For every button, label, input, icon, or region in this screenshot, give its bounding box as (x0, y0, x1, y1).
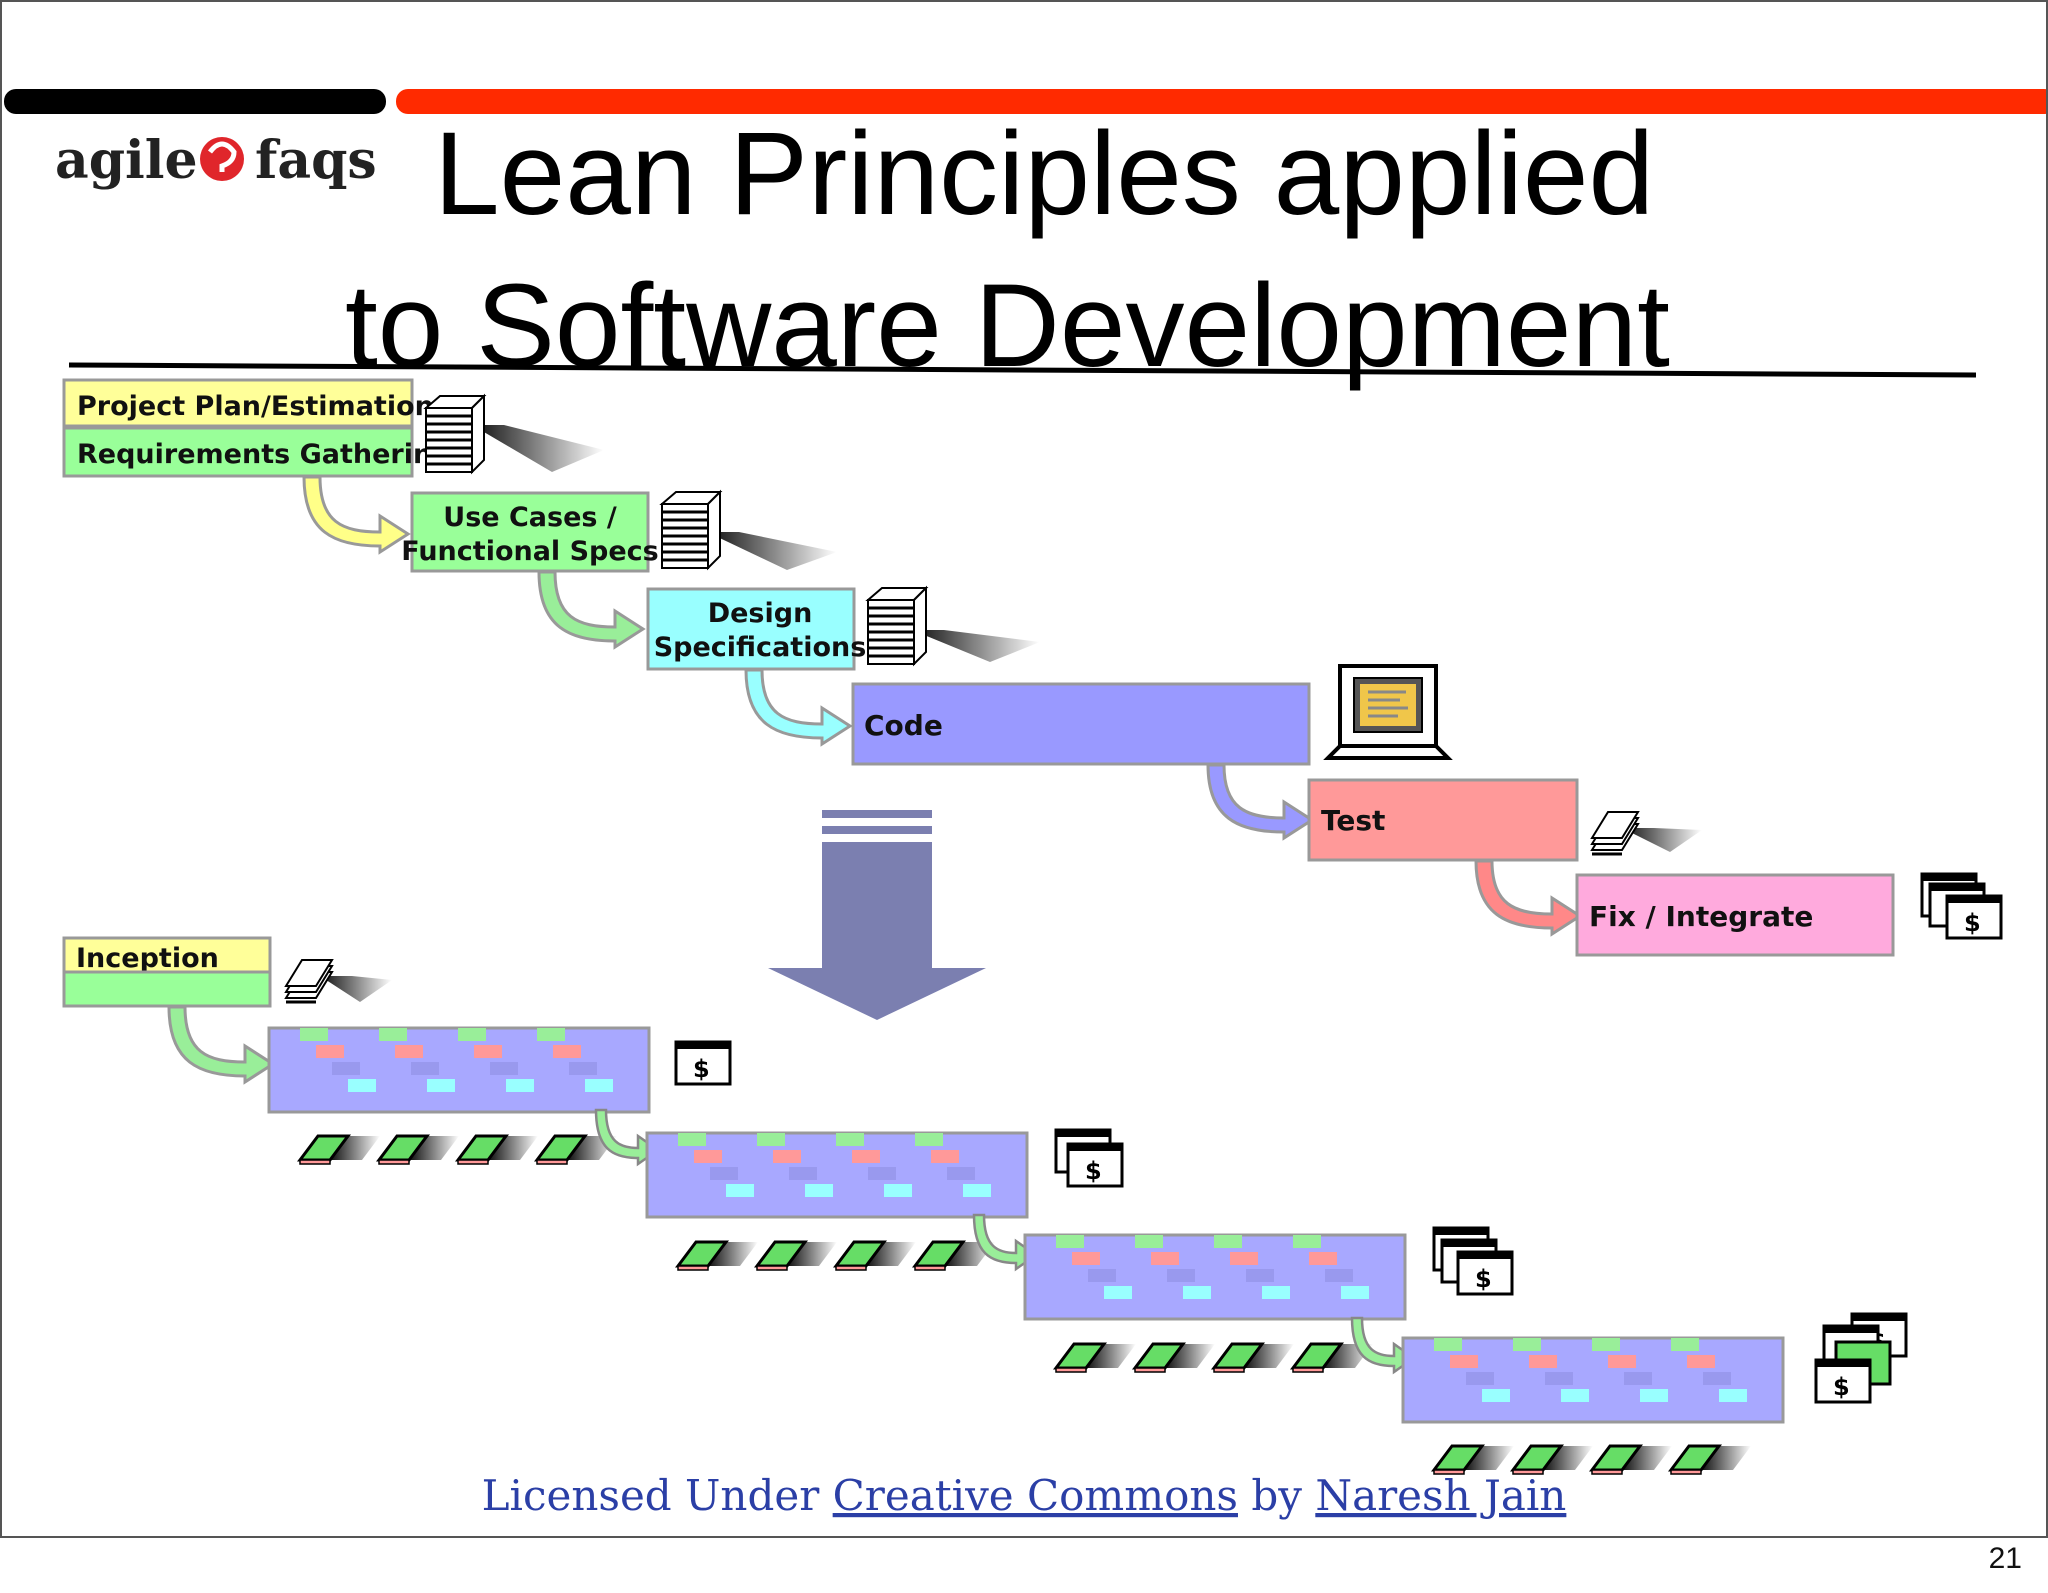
stage-code (851, 682, 1311, 766)
tile-icon (377, 1134, 461, 1166)
license-credit: Licensed Under Creative Commons by Nares… (482, 1471, 1567, 1520)
money-stack-icon (1920, 872, 2003, 940)
tile-icon (834, 1240, 918, 1272)
tile-icon (1054, 1342, 1138, 1374)
document-stack-icon (1590, 810, 1640, 856)
document-stack-icon (284, 958, 334, 1004)
svg-text:Inception: Inception (76, 943, 219, 974)
money-stack-icon: $ (1814, 1312, 1908, 1404)
tile-icon (755, 1240, 839, 1272)
computer-icon (1323, 664, 1453, 760)
black-header-bar (4, 89, 386, 114)
tile-icon (1212, 1342, 1296, 1374)
svg-text:faqs: faqs (255, 130, 377, 191)
tile-icon (1432, 1444, 1516, 1476)
document-stack-icon (424, 394, 486, 474)
iteration-1 (267, 1026, 651, 1166)
svg-text:Test: Test (1321, 804, 1385, 837)
tile-icon (1511, 1444, 1595, 1476)
author-link[interactable]: Naresh Jain (1315, 1471, 1566, 1520)
agile-faqs-logo: agile faqs (55, 130, 377, 191)
stage-use-cases (410, 491, 650, 573)
stage-requirements (62, 426, 414, 478)
tile-icon (1133, 1342, 1217, 1374)
flow-arrow (537, 570, 646, 650)
tile-icon (298, 1134, 382, 1166)
stage-test (1307, 778, 1579, 862)
document-stack-icon (866, 586, 928, 666)
transition-down-arrow (768, 810, 986, 1020)
flow-arrow (744, 668, 853, 747)
flow-arrow (1350, 1316, 1417, 1375)
flow-arrow (594, 1108, 661, 1167)
flow-arrow (302, 475, 411, 555)
tile-icon (676, 1240, 760, 1272)
money-icon (674, 1040, 732, 1086)
svg-text:Design: Design (708, 598, 813, 629)
page-number: 21 (1988, 1542, 2022, 1575)
iteration-3 (1023, 1233, 1407, 1374)
money-stack-icon (1054, 1128, 1124, 1188)
iteration-4 (1401, 1336, 1785, 1476)
title-rule (68, 362, 1977, 378)
svg-text:Project Plan/Estimation: Project Plan/Estimation (77, 391, 434, 422)
title-line-1: Lean Principles applied (434, 108, 1654, 240)
svg-text:Use Cases /: Use Cases / (443, 502, 617, 533)
flow-arrow (972, 1213, 1039, 1272)
stage-project-plan (62, 378, 414, 428)
flow-arrow (1474, 859, 1583, 937)
slide: $ agile faqs Lean Principles applied to … (0, 0, 2048, 1538)
creative-commons-link[interactable]: Creative Commons (833, 1471, 1238, 1520)
inception-box-lower (62, 970, 272, 1008)
stage-fix-integrate (1575, 873, 1895, 957)
red-header-bar (396, 89, 2046, 114)
iteration-2 (645, 1131, 1029, 1272)
lean-diagram: $ agile faqs Lean Principles applied to … (4, 89, 2046, 1520)
tile-icon (456, 1134, 540, 1166)
flow-arrow (167, 1005, 276, 1085)
tile-icon (1590, 1444, 1674, 1476)
svg-text:Code: Code (864, 709, 943, 742)
svg-text:Functional Specs: Functional Specs (401, 536, 659, 567)
money-stack-icon (1432, 1226, 1514, 1296)
svg-text:agile: agile (55, 130, 198, 191)
document-stack-icon (660, 490, 722, 570)
flow-arrow (1206, 763, 1315, 841)
tile-icon (1669, 1444, 1753, 1476)
svg-text:Fix / Integrate: Fix / Integrate (1589, 900, 1813, 933)
svg-text:Specifications: Specifications (654, 632, 867, 663)
svg-text:Requirements Gathering: Requirements Gathering (77, 439, 452, 470)
